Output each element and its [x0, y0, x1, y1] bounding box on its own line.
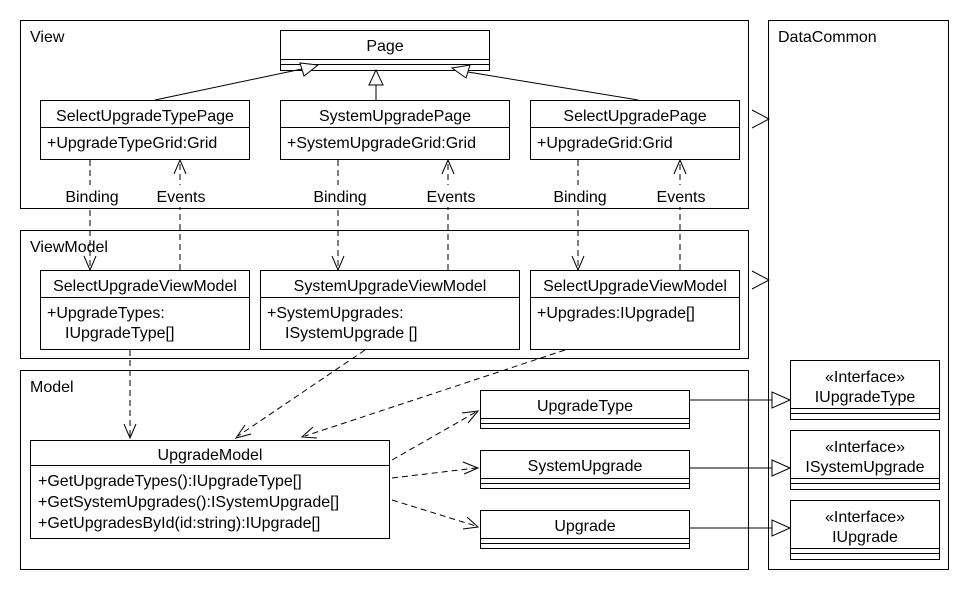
- i-upgrade-type-name: IUpgradeType: [815, 389, 916, 406]
- select-upgrade-view-model-name: SelectUpgradeViewModel: [53, 278, 237, 295]
- model-package-label: Model: [30, 379, 74, 396]
- select-upgrade-page-attr: +UpgradeGrid:Grid: [537, 135, 673, 152]
- binding-label: Binding: [65, 189, 118, 206]
- system-upgrade-page-attr: +SystemUpgradeGrid:Grid: [287, 135, 476, 152]
- select-upgrade-type-page-name: SelectUpgradeTypePage: [56, 108, 234, 125]
- i-upgrade-interface: «Interface» IUpgrade: [790, 500, 940, 560]
- select-upgrade-page-class: SelectUpgradePage +UpgradeGrid:Grid: [530, 100, 740, 160]
- system-upgrade-view-model-attr1: +SystemUpgrades:: [267, 305, 404, 322]
- viewmodel-to-datacommon-arrow: [751, 270, 771, 290]
- system-upgrade-page-name: SystemUpgradePage: [319, 108, 471, 125]
- select-upgrade-view-model-attr2: IUpgradeType[]: [65, 325, 174, 342]
- system-upgrade-view-model-name: SystemUpgradeViewModel: [294, 278, 487, 295]
- i-upgrade-name: IUpgrade: [832, 529, 898, 546]
- datacommon-package-label: DataCommon: [778, 29, 877, 46]
- binding-label: Binding: [313, 189, 366, 206]
- upgrade-model-op: +GetUpgradeTypes():IUpgradeType[]: [38, 473, 302, 490]
- events-label: Events: [157, 189, 206, 206]
- system-upgrade-page-class: SystemUpgradePage +SystemUpgradeGrid:Gri…: [280, 100, 510, 160]
- i-upgrade-type-interface: «Interface» IUpgradeType: [790, 360, 940, 420]
- page-class-name: Page: [366, 38, 403, 55]
- select-upgrade-view-model-class: SelectUpgradeViewModel +UpgradeTypes: IU…: [40, 270, 250, 350]
- system-upgrade-view-model-class: SystemUpgradeViewModel +SystemUpgrades: …: [260, 270, 520, 350]
- generalization-arrows: [154, 62, 639, 101]
- view-package: [20, 20, 749, 209]
- system-upgrade-name: SystemUpgrade: [528, 458, 643, 475]
- select-upgrade-type-page-attr: +UpgradeTypeGrid:Grid: [47, 135, 217, 152]
- system-upgrade-class: SystemUpgrade: [480, 450, 690, 489]
- upgrade-type-name: UpgradeType: [537, 398, 633, 415]
- upgrade-model-name: UpgradeModel: [158, 447, 263, 464]
- model-package: [20, 370, 749, 570]
- i-system-upgrade-interface: «Interface» ISystemUpgrade: [790, 430, 940, 490]
- events-label: Events: [657, 189, 706, 206]
- connector-labels: Binding Events Binding Events Binding Ev…: [58, 185, 714, 207]
- view-package-label: View: [30, 29, 65, 46]
- select-upgrade-view-model-2-attr: +Upgrades:IUpgrade[]: [537, 305, 695, 322]
- view-to-datacommon-arrow: [751, 109, 771, 129]
- i-system-upgrade-name: ISystemUpgrade: [805, 459, 924, 476]
- binding-events-connectors: [83, 158, 687, 272]
- upgrade-model-class: UpgradeModel +GetUpgradeTypes():IUpgrade…: [30, 440, 390, 539]
- upgrade-model-op: +GetUpgradesById(id:string):IUpgrade[]: [38, 515, 320, 532]
- i-system-upgrade-stereotype: «Interface»: [825, 439, 905, 456]
- events-label: Events: [427, 189, 476, 206]
- select-upgrade-view-model-2-name: SelectUpgradeViewModel: [543, 278, 727, 295]
- i-upgrade-stereotype: «Interface»: [825, 509, 905, 526]
- datacommon-package: [768, 20, 949, 570]
- select-upgrade-page-name: SelectUpgradePage: [563, 108, 706, 125]
- upgrade-class: Upgrade: [480, 510, 690, 549]
- select-upgrade-view-model-2-class: SelectUpgradeViewModel +Upgrades:IUpgrad…: [530, 270, 740, 350]
- upgrade-type-class: UpgradeType: [480, 390, 690, 429]
- viewmodel-package: [20, 230, 749, 359]
- binding-label: Binding: [553, 189, 606, 206]
- upgrade-model-op: +GetSystemUpgrades():ISystemUpgrade[]: [38, 494, 339, 511]
- upgrade-name: Upgrade: [554, 518, 615, 535]
- realization-arrows: [690, 391, 792, 537]
- select-upgrade-type-page-class: SelectUpgradeTypePage +UpgradeTypeGrid:G…: [40, 100, 250, 160]
- system-upgrade-view-model-attr2: ISystemUpgrade []: [285, 325, 418, 342]
- i-upgrade-type-stereotype: «Interface»: [825, 369, 905, 386]
- model-to-entity-dependencies: [391, 410, 480, 530]
- select-upgrade-view-model-attr1: +UpgradeTypes:: [47, 305, 165, 322]
- viewmodel-package-label: ViewModel: [30, 239, 108, 256]
- viewmodel-to-model-dependencies: [123, 349, 566, 440]
